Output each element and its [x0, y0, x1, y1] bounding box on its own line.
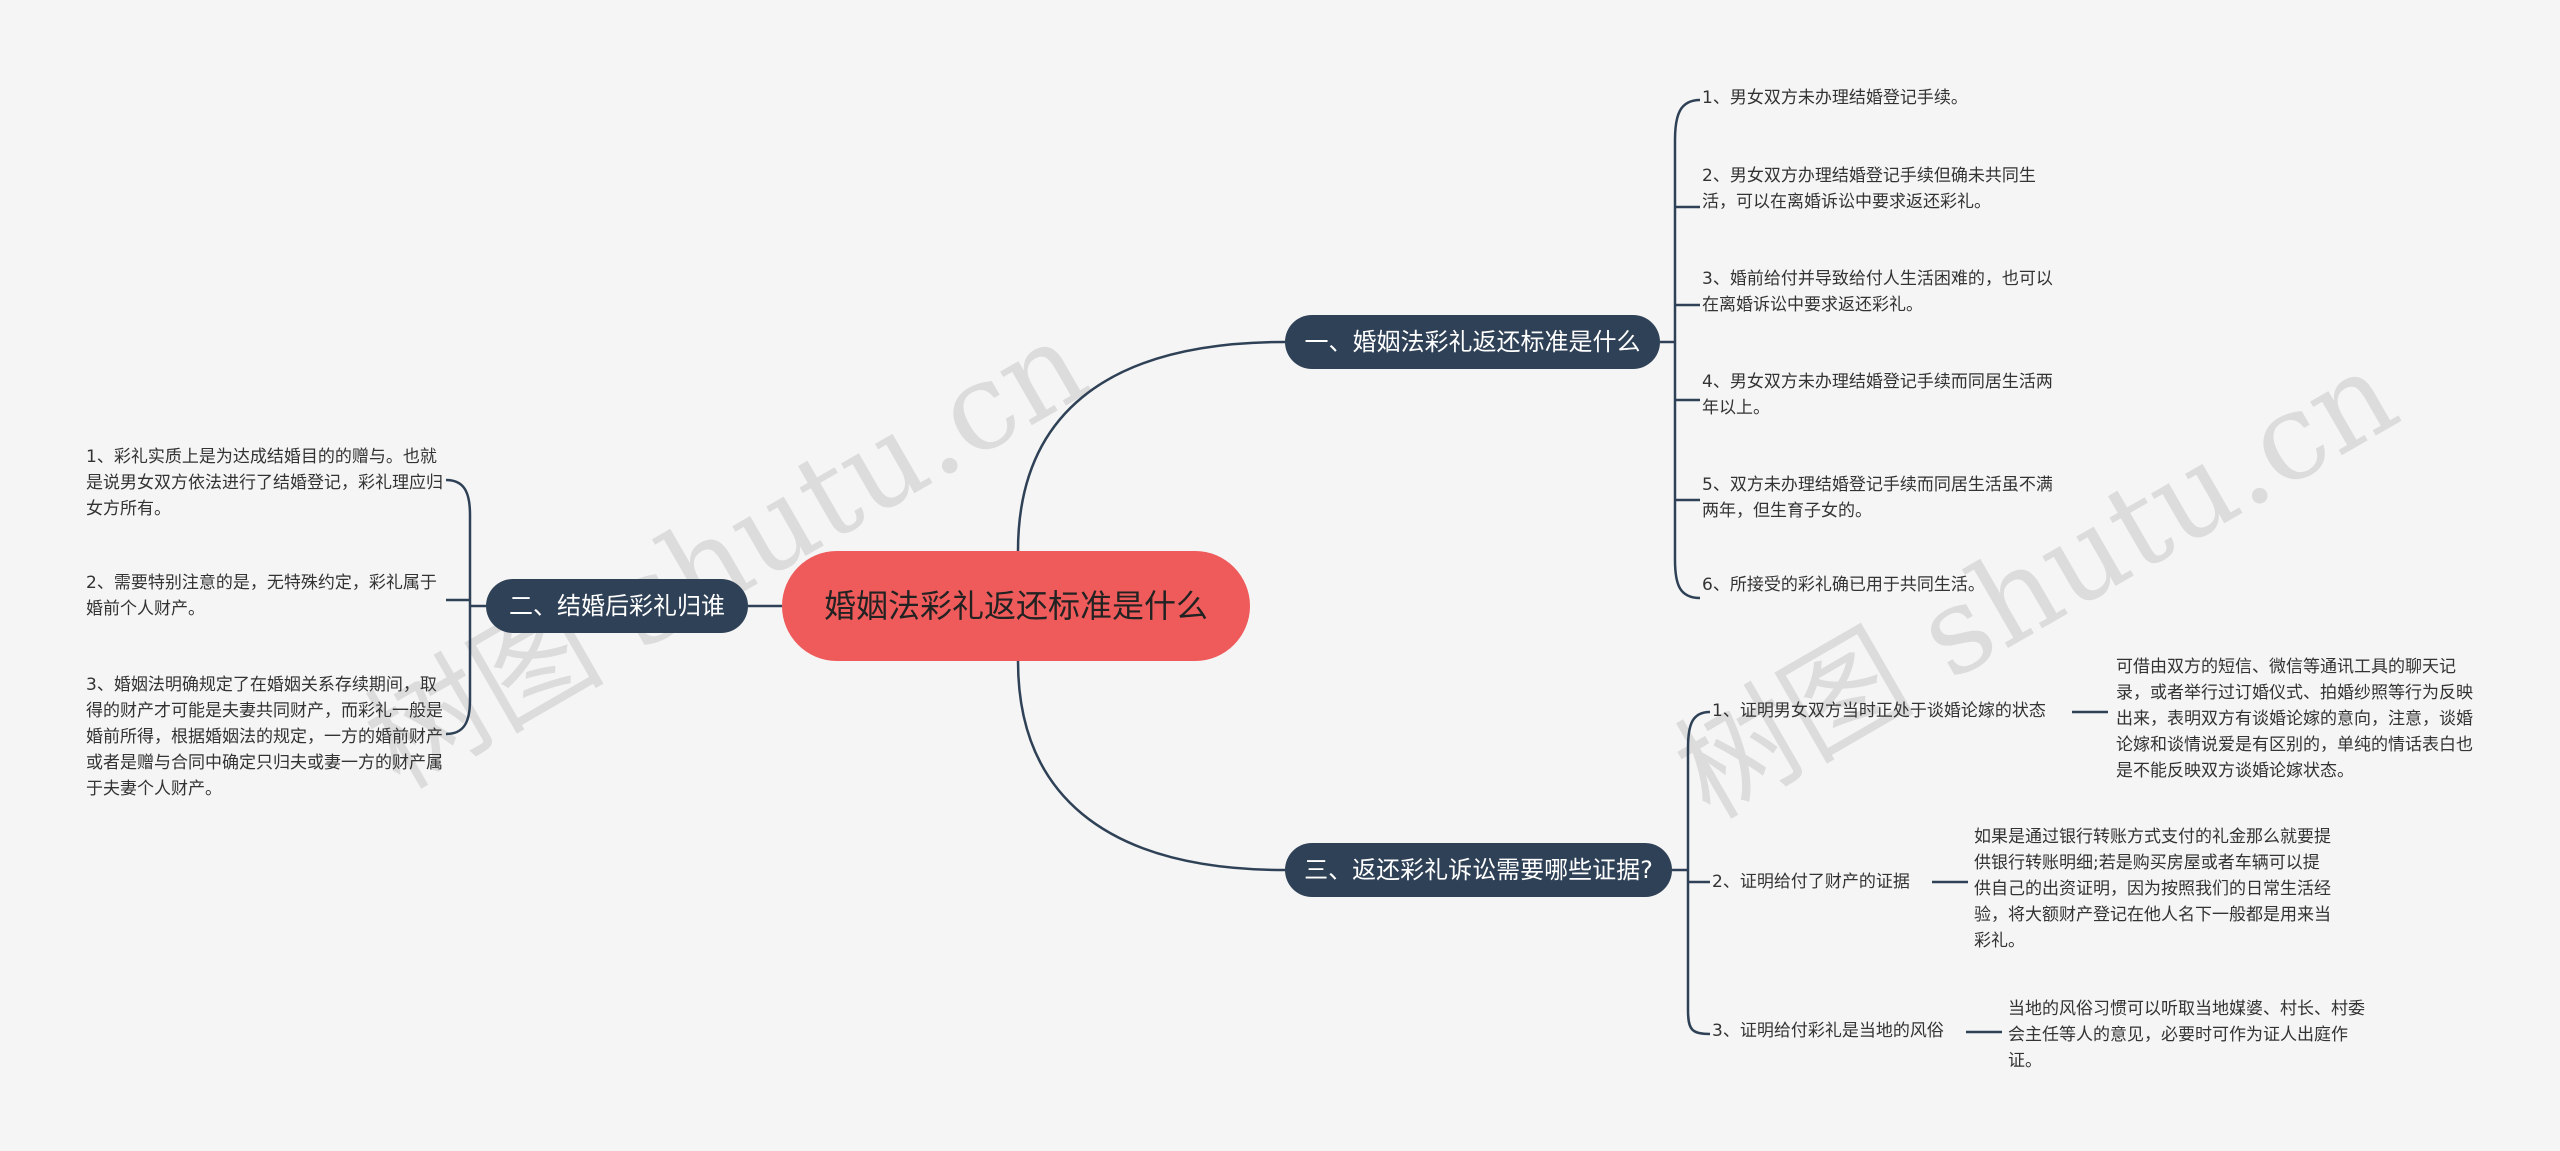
branch-1-leaf-3: 3、婚前给付并导致给付人生活困难的，也可以在离婚诉讼中要求返还彩礼。: [1702, 269, 2053, 315]
root-topic: 婚姻法彩礼返还标准是什么: [782, 551, 1250, 661]
branch-1-leaf-1: 1、男女双方未办理结婚登记手续。: [1702, 88, 1968, 108]
branch-2-leaf-1: 1、彩礼实质上是为达成结婚目的的赠与。也就是说男女双方依法进行了结婚登记，彩礼理…: [86, 447, 443, 519]
branch-3: 三、返还彩礼诉讼需要哪些证据?: [1285, 843, 1672, 897]
branch-1-leaf-6: 6、所接受的彩礼确已用于共同生活。: [1702, 575, 1985, 595]
branch-2-leaf-3: 3、婚姻法明确规定了在婚姻关系存续期间，取得的财产才可能是夫妻共同财产，而彩礼一…: [86, 675, 443, 799]
branch-2: 二、结婚后彩礼归谁: [486, 579, 748, 633]
branch-1-leaf-2: 2、男女双方办理结婚登记手续但确未共同生活，可以在离婚诉讼中要求返还彩礼。: [1702, 166, 2036, 212]
branch-3-item-2: 2、证明给付了财产的证据: [1712, 872, 1910, 892]
branch-3-label: 三、返还彩礼诉讼需要哪些证据?: [1304, 856, 1653, 884]
branch-1-leaf-4: 4、男女双方未办理结婚登记手续而同居生活两年以上。: [1702, 372, 2053, 418]
branch-3-item-1-detail: 可借由双方的短信、微信等通讯工具的聊天记录，或者举行过订婚仪式、拍婚纱照等行为反…: [2116, 657, 2473, 781]
branch-3-item-1: 1、证明男女双方当时正处于谈婚论嫁的状态: [1712, 701, 2046, 721]
branch-2-leaf-2: 2、需要特别注意的是，无特殊约定，彩礼属于婚前个人财产。: [86, 573, 437, 619]
root-topic-label: 婚姻法彩礼返还标准是什么: [823, 587, 1208, 625]
branch-3-item-2-detail: 如果是通过银行转账方式支付的礼金那么就要提供银行转账明细;若是购买房屋或者车辆可…: [1974, 827, 2331, 951]
branch-1-leaf-5: 5、双方未办理结婚登记手续而同居生活虽不满两年，但生育子女的。: [1702, 475, 2053, 521]
branch-1: 一、婚姻法彩礼返还标准是什么: [1285, 315, 1660, 369]
branch-3-item-3: 3、证明给付彩礼是当地的风俗: [1712, 1021, 1944, 1041]
branch-1-label: 一、婚姻法彩礼返还标准是什么: [1304, 328, 1641, 356]
branch-2-label: 二、结婚后彩礼归谁: [509, 592, 725, 620]
branch-3-item-3-detail: 当地的风俗习惯可以听取当地媒婆、村长、村委会主任等人的意见，必要时可作为证人出庭…: [2008, 999, 2365, 1071]
